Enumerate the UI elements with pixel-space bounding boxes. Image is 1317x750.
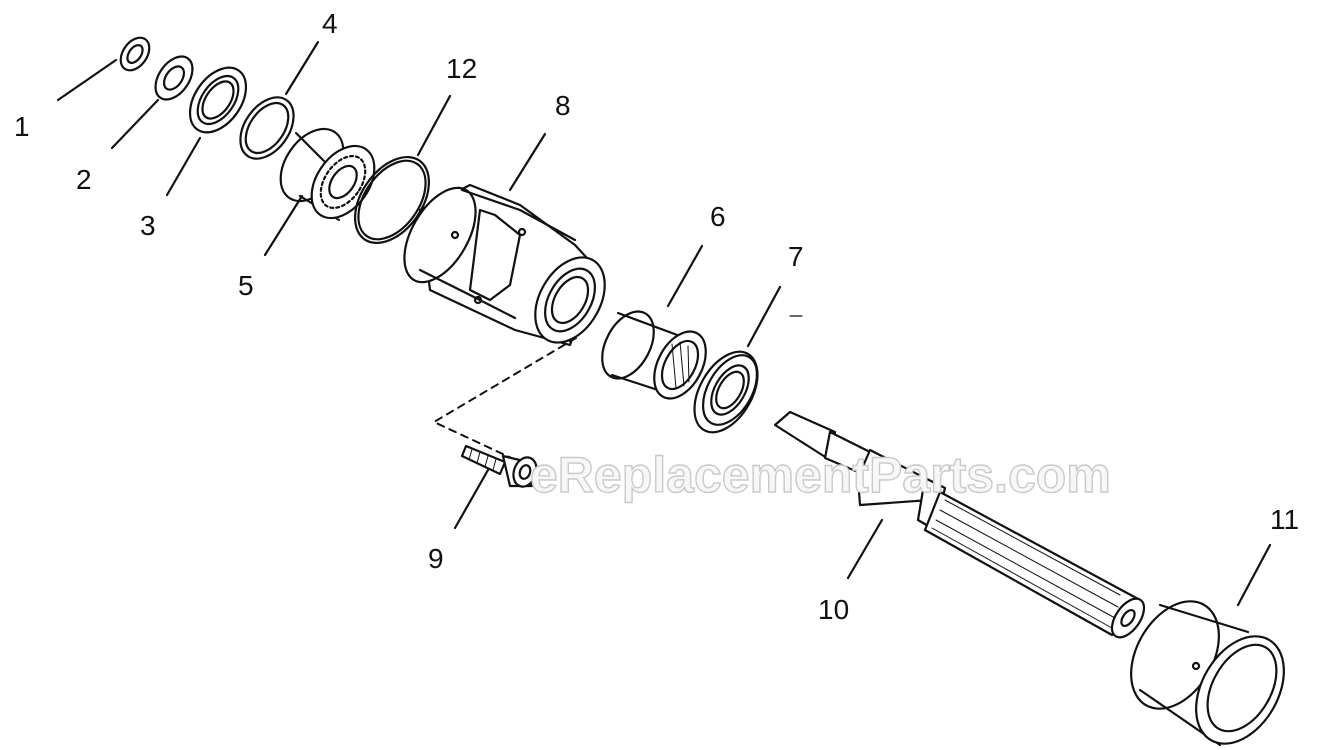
callout-9: 9 — [428, 543, 444, 574]
leader-line-4 — [284, 40, 320, 96]
watermark-text: eReplacementParts.com — [529, 446, 1111, 503]
leader-line-8 — [508, 132, 547, 192]
callout-3: 3 — [140, 210, 156, 241]
callout-7: 7 — [788, 241, 804, 272]
part-8-housing — [403, 132, 606, 347]
leader-line-1 — [56, 58, 118, 102]
callout-4: 4 — [322, 8, 338, 39]
part-2-washer — [110, 55, 194, 150]
callout-1: 1 — [14, 111, 30, 142]
leader-line-12 — [416, 94, 452, 157]
part-9-cap-screw — [453, 444, 538, 530]
callout-6: 6 — [710, 201, 726, 232]
callout-10: 10 — [818, 594, 850, 625]
part-7-shaft-seal — [693, 285, 803, 434]
part-3-seal — [165, 66, 248, 197]
leader-line-7 — [746, 285, 782, 348]
leader-line-6 — [666, 244, 704, 308]
callout-2: 2 — [76, 164, 92, 195]
part-6-needle-bearing — [601, 244, 707, 400]
part-12-o-ring — [353, 94, 452, 245]
callout-11: 11 — [1270, 504, 1300, 535]
leader-line-9 — [453, 468, 490, 530]
callout-8: 8 — [555, 90, 571, 121]
leader-line-2 — [110, 98, 160, 150]
leader-line-5 — [263, 194, 304, 257]
part-11-sleeve — [1130, 543, 1285, 747]
leader-line-11 — [1236, 543, 1272, 607]
part-10-splined-shaft — [773, 410, 1146, 639]
assembly-dashed-line — [433, 337, 577, 463]
leader-line-10 — [846, 518, 884, 580]
leader-line-3 — [165, 136, 202, 197]
callout-12: 12 — [446, 53, 478, 84]
callout-5: 5 — [238, 270, 254, 301]
part-4-snap-ring — [239, 40, 320, 160]
part-1-retaining-ring — [56, 36, 151, 102]
